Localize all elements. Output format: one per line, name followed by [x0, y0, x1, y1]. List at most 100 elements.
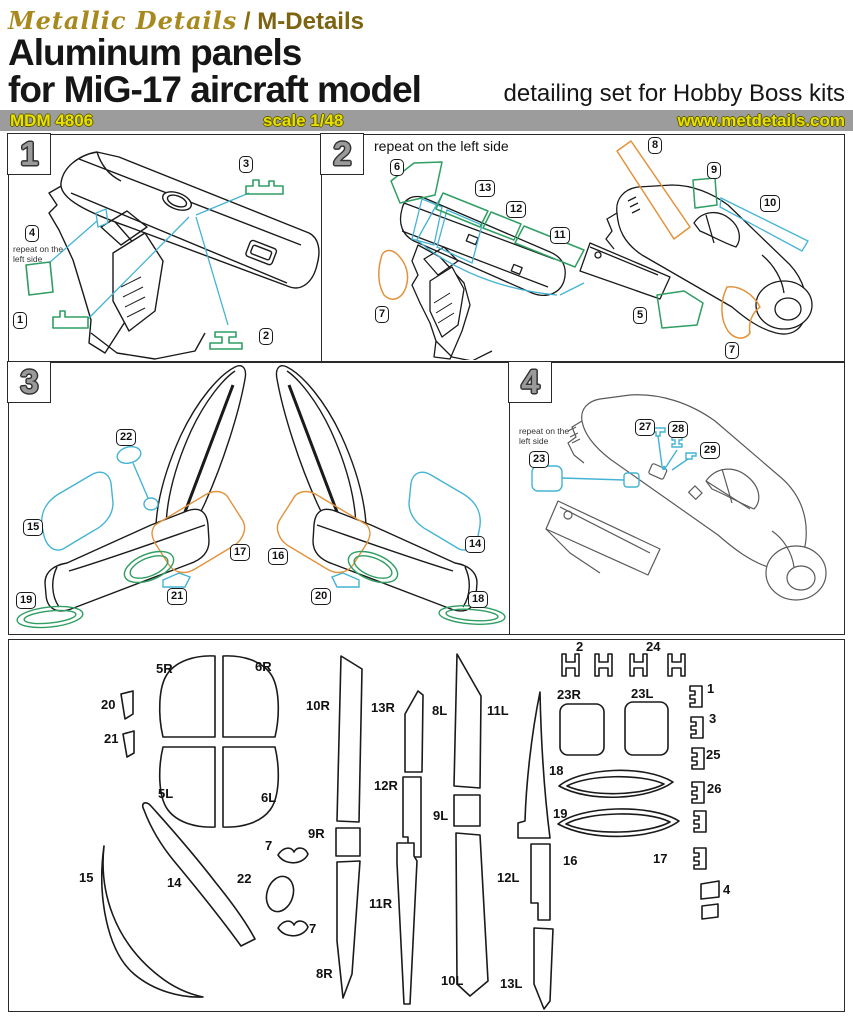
- part-label-7a: 7: [265, 838, 273, 853]
- part-label-8R: 8R: [316, 966, 333, 981]
- logo-script-text: Metallic Details: [8, 6, 238, 35]
- callout-9: 9: [707, 162, 722, 179]
- part-label-17: 17: [653, 851, 668, 866]
- part-label-15: 15: [79, 870, 94, 885]
- part-shape-15: [101, 845, 204, 998]
- part-label-5R: 5R: [156, 661, 173, 676]
- step-3-panel: 3 22 15 17 19 21 16 20 14 18: [7, 361, 510, 635]
- part-3-shape: [245, 179, 284, 195]
- part-shape-7a: [277, 847, 309, 864]
- callout-17: 17: [230, 544, 251, 561]
- step2-note: repeat on the left side: [374, 138, 509, 154]
- step-number-box-2: 2: [320, 133, 365, 176]
- step-3-diagram: [16, 365, 506, 629]
- callout-12: 12: [506, 201, 527, 218]
- part-label-11L: 11L: [487, 703, 509, 718]
- part-1-shape: [52, 310, 89, 329]
- callout-10: 10: [760, 195, 781, 212]
- step1-note-line1: repeat on the: [13, 244, 64, 254]
- fuselage-outline-gray: [581, 394, 807, 570]
- clamp-part: [667, 653, 686, 677]
- part-shape-23R: [559, 703, 605, 756]
- step-1-panel: 1 3 4 repeat on the left side 1 2: [7, 133, 322, 362]
- part-shape-14: [141, 801, 256, 947]
- callout-27: 27: [635, 419, 656, 436]
- page-title-line1: Aluminum panels: [8, 32, 302, 73]
- part-21-overlay: [162, 572, 191, 588]
- part-shape-13R: [404, 690, 424, 773]
- part-label-10R: 10R: [306, 698, 330, 713]
- tail-boom: [44, 508, 210, 612]
- callout-4: 4: [25, 225, 40, 242]
- tail-right-mirrored: [275, 365, 481, 612]
- step-2-diagram: [378, 140, 813, 360]
- part-shape-8R: [336, 860, 361, 999]
- part-label-9R: 9R: [308, 826, 325, 841]
- part-13-shape: [435, 192, 489, 228]
- bracket-part-1: [689, 685, 703, 708]
- callout-7-right: 7: [725, 342, 740, 359]
- part-label-12L: 12L: [497, 870, 520, 885]
- page-title-line2: for MiG-17 aircraft model: [8, 69, 422, 110]
- part-23-shape: [531, 465, 563, 492]
- part-label-13R: 13R: [371, 700, 395, 715]
- part-20-overlay: [331, 572, 360, 588]
- callout-1: 1: [13, 312, 28, 329]
- part-shape-11R: [396, 842, 418, 1005]
- part-7-left-shape: [378, 249, 409, 300]
- part-shape-21: [122, 730, 135, 758]
- part-shape-9R: [335, 827, 361, 857]
- part-22-oval: [116, 445, 142, 465]
- part-label-23R: 23R: [557, 687, 581, 702]
- part-label-25: 25: [706, 747, 721, 762]
- callout-18: 18: [468, 591, 489, 608]
- bracket-part-26: [691, 781, 705, 804]
- part-shape-13L: [533, 927, 554, 1010]
- part-shape-6L: [222, 746, 280, 828]
- part-19-lens: [16, 605, 84, 629]
- product-code: MDM 4806: [10, 111, 94, 130]
- part-shape-10R: [336, 655, 363, 823]
- part-label-9L: 9L: [433, 808, 449, 823]
- bracket-part: [693, 847, 707, 870]
- part-8-shape: [616, 140, 691, 240]
- callout-15: 15: [23, 519, 44, 536]
- step-numeral-1: 1: [20, 135, 39, 173]
- part-label-13L: 13L: [500, 976, 523, 991]
- callout-5: 5: [633, 307, 648, 324]
- part-label-2: 2: [576, 639, 584, 654]
- part-shape-7b: [277, 920, 309, 937]
- callout-16: 16: [268, 548, 289, 565]
- website-url: www.metdetails.com: [677, 111, 845, 130]
- clamp-part: [561, 653, 580, 677]
- part-shape-22: [265, 875, 295, 913]
- part-label-4: 4: [723, 882, 731, 897]
- step4-note-line1: repeat on the: [519, 426, 570, 436]
- part-shape-20: [120, 690, 134, 720]
- part-shape-9L: [453, 794, 481, 827]
- page-subtitle: detailing set for Hobby Boss kits: [503, 80, 846, 107]
- callout-11: 11: [550, 227, 570, 244]
- part-label-19: 19: [553, 806, 568, 821]
- part-label-11R: 11R: [369, 896, 393, 911]
- step-number-box-1: 1: [7, 133, 52, 176]
- part-label-7b: 7: [309, 921, 317, 936]
- part-label-21: 21: [104, 731, 119, 746]
- step-4-panel: 4 repeat on the left side 23 27 28 29: [508, 361, 845, 635]
- part-29-shape: [685, 452, 697, 460]
- step-2-panel: 2 repeat on the left side 6 13 12 11 7 8…: [320, 133, 845, 362]
- part-label-12R: 12R: [374, 778, 398, 793]
- callout-28: 28: [668, 421, 689, 438]
- part-shape-8L: [453, 653, 482, 789]
- part-9-shape: [692, 177, 718, 209]
- step-numeral-4: 4: [521, 363, 540, 401]
- parts-layout-panel: 20 21 5R 6R 5L 6L 10R 13R 12R 9R 8R 11R …: [8, 639, 845, 1012]
- part-label-5L: 5L: [158, 786, 174, 801]
- part-28-shape: [671, 436, 683, 448]
- bracket-part-3: [690, 716, 704, 739]
- part-label-22: 22: [237, 871, 252, 886]
- callout-14: 14: [465, 536, 486, 553]
- callout-7-left: 7: [375, 306, 390, 323]
- callout-23: 23: [529, 451, 550, 468]
